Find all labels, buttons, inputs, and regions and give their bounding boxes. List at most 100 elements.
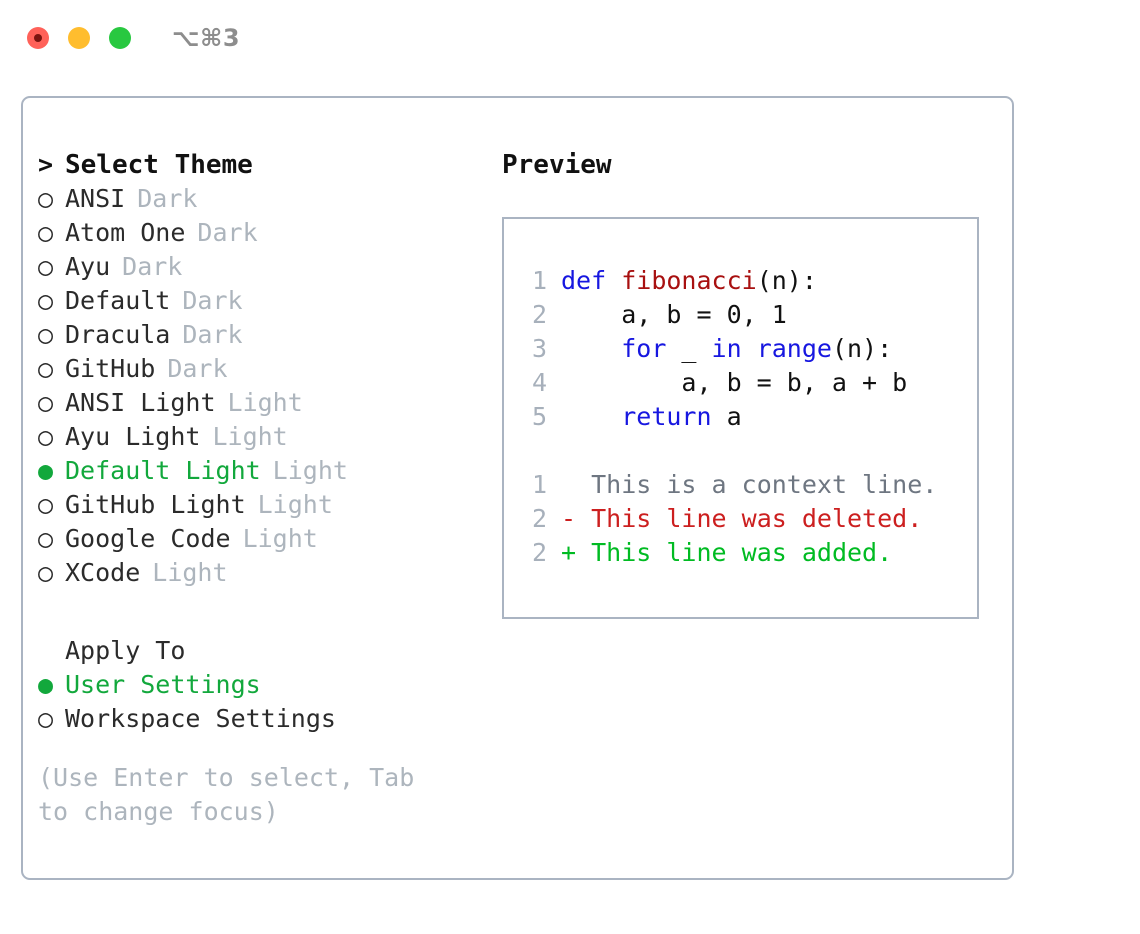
- apply-to-option-label: User Settings: [65, 670, 261, 699]
- diff-spacer: [517, 434, 969, 468]
- theme-category: Dark: [182, 286, 243, 315]
- theme-name: Google Code: [65, 524, 231, 553]
- token-keyword: def: [561, 266, 622, 295]
- code-content: def fibonacci(n):: [561, 264, 817, 298]
- token-plain: a, b = 0, 1: [561, 300, 787, 329]
- theme-option-atom-one-dark[interactable]: ○ Atom One Dark: [38, 216, 493, 250]
- title-bar: ⌥⌘3: [0, 0, 1140, 76]
- code-content: a, b = 0, 1: [561, 298, 787, 332]
- apply-to-option-user-settings[interactable]: ● User Settings: [38, 668, 493, 702]
- theme-name: Atom One: [65, 218, 186, 247]
- theme-category: Light: [242, 524, 318, 553]
- code-line: 5 return a: [517, 400, 969, 434]
- token-plain: (n):: [756, 266, 817, 295]
- theme-option-google-code[interactable]: ○ Google Code Light: [38, 522, 493, 556]
- radio-icon[interactable]: ○: [38, 252, 54, 281]
- diff-sign: -: [561, 504, 577, 533]
- radio-icon[interactable]: ○: [38, 524, 54, 553]
- theme-category: Dark: [137, 184, 198, 213]
- apply-to-option-label: Workspace Settings: [65, 704, 336, 733]
- radio-selected-icon[interactable]: ●: [38, 456, 54, 485]
- theme-name: XCode: [65, 558, 141, 587]
- diff-text: This line was added.: [591, 538, 893, 567]
- code-line: 4 a, b = b, a + b: [517, 366, 969, 400]
- token-plain: a: [711, 402, 742, 431]
- theme-category: Dark: [167, 354, 228, 383]
- theme-option-default-dark[interactable]: ○ Default Dark: [38, 284, 493, 318]
- theme-option-ayu-light[interactable]: ○ Ayu Light Light: [38, 420, 493, 454]
- theme-option-default-light[interactable]: ● Default Light Light: [38, 454, 493, 488]
- theme-category: Dark: [197, 218, 258, 247]
- radio-icon[interactable]: ○: [38, 422, 54, 451]
- theme-option-ansi-light[interactable]: ○ ANSI Light Light: [38, 386, 493, 420]
- radio-icon[interactable]: ○: [38, 704, 54, 733]
- theme-option-list: ○ ANSI Dark ○ Atom One Dark ○ Ayu Dark: [38, 182, 493, 590]
- theme-name: ANSI: [65, 184, 126, 213]
- radio-icon[interactable]: ○: [38, 490, 54, 519]
- line-number: 3: [531, 334, 547, 363]
- diff-content: [576, 536, 591, 570]
- theme-name: Default Light: [65, 456, 261, 485]
- radio-icon[interactable]: ○: [38, 286, 54, 315]
- select-theme-title: Select Theme: [65, 150, 253, 180]
- minimize-window-button[interactable]: [68, 27, 90, 49]
- line-number: 2: [531, 538, 547, 567]
- theme-category: Light: [212, 422, 288, 451]
- theme-name: GitHub: [65, 354, 156, 383]
- code-line: 2 a, b = 0, 1: [517, 298, 969, 332]
- line-number: 2: [531, 300, 547, 329]
- token-function: fibonacci: [621, 266, 757, 295]
- theme-category: Light: [152, 558, 228, 587]
- diff-content: [576, 468, 591, 502]
- token-plain: [561, 402, 621, 431]
- apply-to-title: Apply To: [65, 636, 186, 665]
- theme-option-github-dark[interactable]: ○ GitHub Dark: [38, 352, 493, 386]
- theme-name: Ayu: [65, 252, 111, 281]
- apply-to-option-workspace-settings[interactable]: ○ Workspace Settings: [38, 702, 493, 736]
- radio-icon[interactable]: ○: [38, 218, 54, 247]
- preview-title: Preview: [502, 150, 612, 180]
- theme-name: Ayu Light: [65, 422, 201, 451]
- apply-to-header: · Apply To: [38, 634, 493, 668]
- radio-selected-icon[interactable]: ●: [38, 670, 54, 699]
- token-keyword: return: [621, 402, 712, 431]
- code-content: a, b = b, a + b: [561, 366, 907, 400]
- diff-line-deleted: 2 - This line was deleted.: [517, 502, 969, 536]
- radio-icon[interactable]: ○: [38, 558, 54, 587]
- theme-option-xcode[interactable]: ○ XCode Light: [38, 556, 493, 590]
- theme-option-github-light[interactable]: ○ GitHub Light Light: [38, 488, 493, 522]
- token-plain: (n):: [831, 334, 893, 363]
- radio-icon[interactable]: ○: [38, 184, 54, 213]
- line-number: 1: [531, 470, 547, 499]
- theme-option-ansi-dark[interactable]: ○ ANSI Dark: [38, 182, 493, 216]
- code-line: 1 def fibonacci(n):: [517, 264, 969, 298]
- apply-to-section: · Apply To ● User Settings ○ Workspace S…: [38, 634, 493, 736]
- line-number: 1: [531, 266, 547, 295]
- spacer-icon: ·: [38, 634, 65, 668]
- code-content: for _ in range(n):: [561, 332, 892, 366]
- theme-option-dracula-dark[interactable]: ○ Dracula Dark: [38, 318, 493, 352]
- theme-picker-panel: > Select Theme ○ ANSI Dark ○ Atom One Da…: [21, 96, 1014, 880]
- diff-sign: +: [561, 538, 577, 567]
- code-line: 3 for _ in range(n):: [517, 332, 969, 366]
- theme-category: Light: [257, 490, 333, 519]
- close-window-button[interactable]: [27, 27, 49, 49]
- theme-category: Light: [272, 456, 348, 485]
- line-number: 4: [531, 368, 547, 397]
- caret-icon: >: [38, 150, 54, 179]
- radio-icon[interactable]: ○: [38, 320, 54, 349]
- theme-name: ANSI Light: [65, 388, 216, 417]
- window-controls: [27, 27, 131, 49]
- code-sample: 1 def fibonacci(n): 2 a, b = 0, 1 3 for …: [517, 264, 969, 570]
- token-plain: [561, 334, 621, 363]
- keyboard-shortcut-label: ⌥⌘3: [172, 24, 241, 52]
- keyboard-hint-text: (Use Enter to select, Tab to change focu…: [38, 763, 415, 826]
- section-spacer: [38, 590, 493, 634]
- radio-icon[interactable]: ○: [38, 354, 54, 383]
- theme-option-ayu-dark[interactable]: ○ Ayu Dark: [38, 250, 493, 284]
- select-theme-header: > Select Theme: [38, 148, 493, 182]
- line-number: 2: [531, 504, 547, 533]
- radio-icon[interactable]: ○: [38, 388, 54, 417]
- theme-name: Dracula: [65, 320, 171, 349]
- maximize-window-button[interactable]: [109, 27, 131, 49]
